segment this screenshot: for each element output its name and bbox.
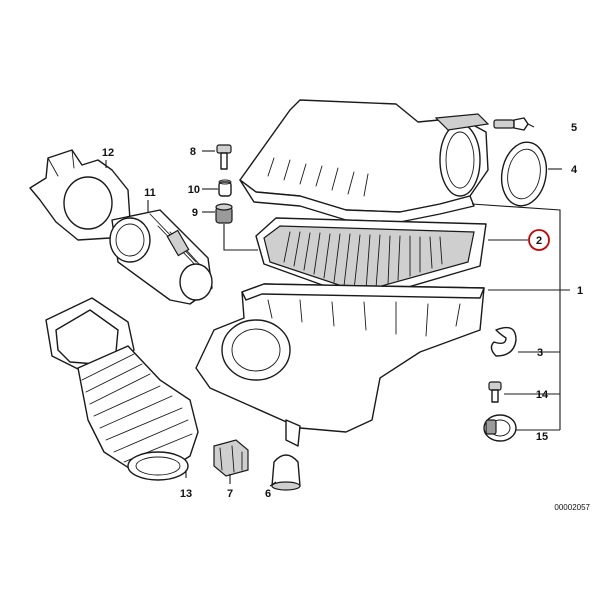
- document-number: 00002057: [554, 503, 590, 512]
- callout-7: 7: [227, 488, 233, 500]
- part-1-lower-airbox: [195, 283, 485, 447]
- callout-1: 1: [577, 285, 583, 297]
- part-13-bellows-hose: [45, 297, 199, 481]
- part-5-bolt: [493, 117, 529, 131]
- callout-14: 14: [536, 389, 549, 401]
- callout-13: 13: [180, 488, 192, 500]
- callout-6: 6: [265, 488, 271, 500]
- part-9-grommet: [215, 203, 233, 224]
- callout-15: 15: [536, 431, 548, 443]
- callout-10: 10: [188, 184, 200, 196]
- callout-12: 12: [102, 147, 114, 159]
- callout-2-highlight: [528, 229, 550, 251]
- callout-11: 11: [144, 187, 156, 199]
- part-14-screw: [488, 381, 502, 403]
- callout-9: 9: [192, 207, 198, 219]
- callout-2: 2: [536, 235, 542, 247]
- part-11-tube: [109, 209, 213, 305]
- upper-airbox-cover: [239, 99, 490, 223]
- leader-lines: [105, 123, 570, 487]
- part-15-clamp: [483, 414, 517, 442]
- part-8-screw: [216, 144, 232, 170]
- part-6-cap: [271, 454, 301, 491]
- part-2-filter-element: [255, 217, 487, 301]
- part-7-clip: [213, 439, 249, 477]
- part-12-gasket: [29, 149, 131, 241]
- callout-3: 3: [537, 347, 543, 359]
- part-3-spring-clip: [490, 326, 517, 357]
- callout-8: 8: [190, 146, 196, 158]
- callout-4: 4: [571, 164, 578, 176]
- callout-5: 5: [571, 122, 577, 134]
- part-4-seal-ring: [500, 141, 548, 207]
- part-10-sleeve: [218, 179, 232, 197]
